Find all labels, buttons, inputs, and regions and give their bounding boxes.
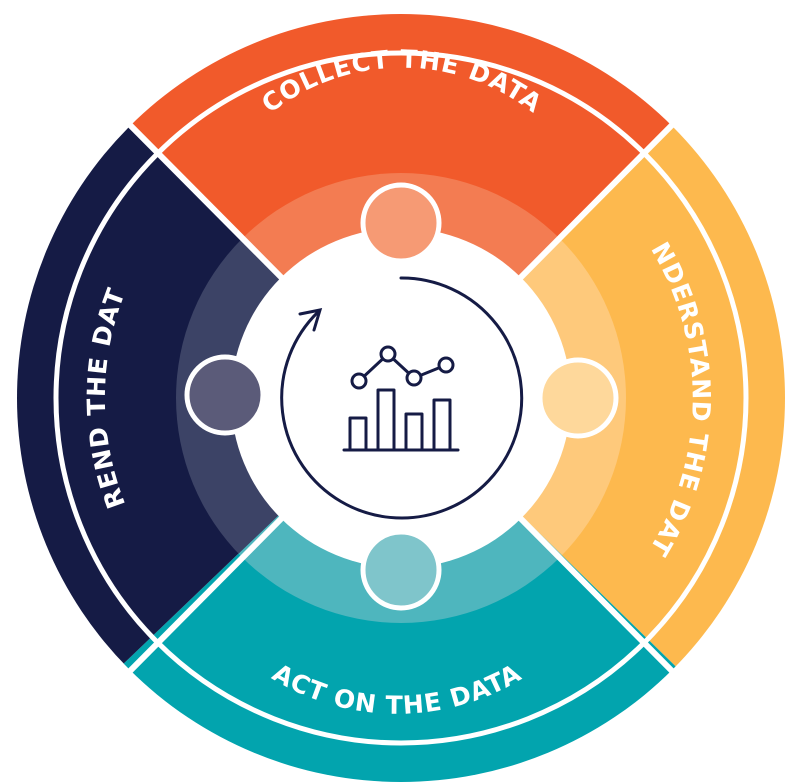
node-understand bbox=[537, 357, 619, 439]
circular-arrow-icon bbox=[280, 276, 524, 520]
separator-ring bbox=[53, 50, 749, 746]
analytics-chart-icon bbox=[342, 345, 460, 452]
node-act bbox=[360, 529, 442, 611]
node-trend bbox=[184, 354, 266, 436]
node-collect bbox=[360, 182, 442, 264]
